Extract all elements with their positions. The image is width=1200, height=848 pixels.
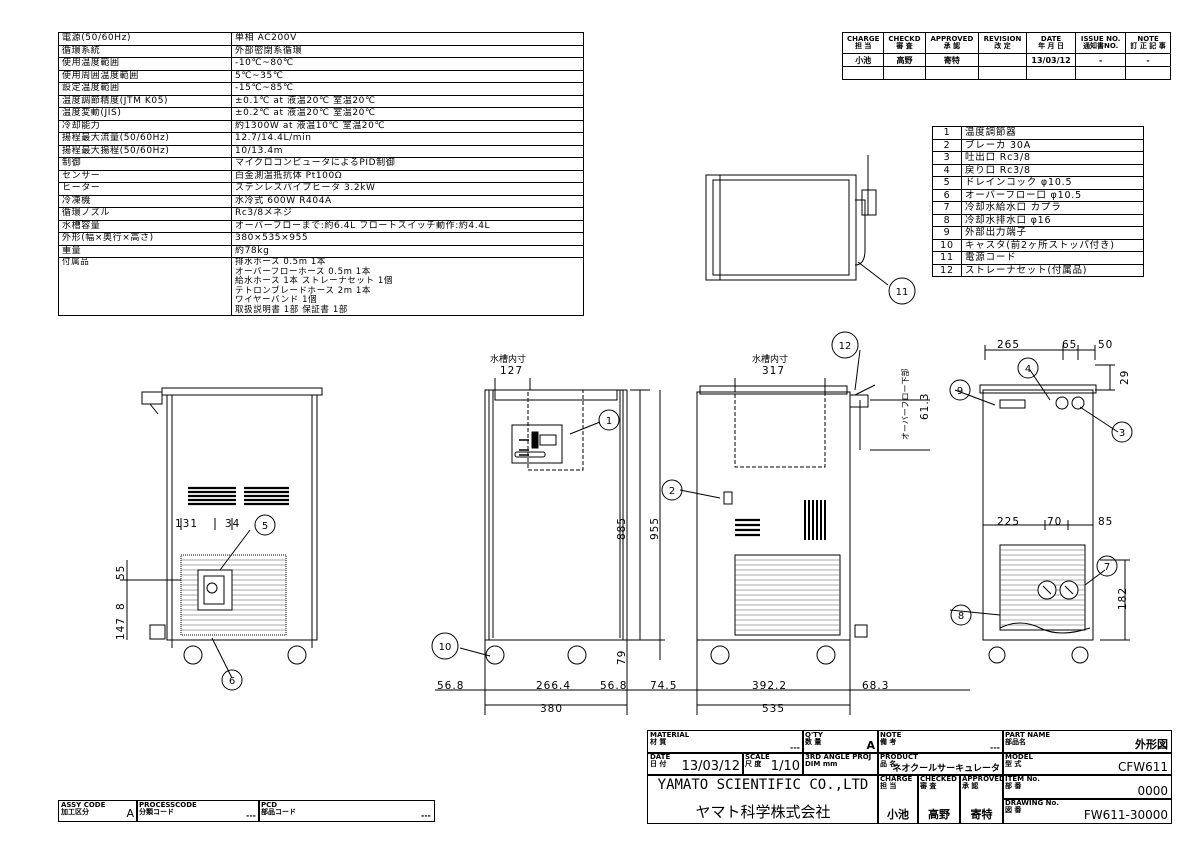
dim-85: 85 [1098, 516, 1113, 528]
tb-checked: CHECKED 審 査 高野 [917, 774, 961, 824]
dim-127: 127 [500, 365, 523, 377]
callout-10: 10 [439, 642, 452, 653]
revision-header: NOTE 訂 正 記 事 [1125, 32, 1171, 54]
top-view-unit [705, 155, 889, 286]
dim-34: 34 [225, 518, 240, 530]
dim-317: 317 [762, 365, 785, 377]
tb-charge: CHARGE 担 当 小池 [877, 774, 919, 824]
accessories-list: 排水ホース 0.5m 1本 オーバーフローホース 0.5m 1本 給水ホース 1… [231, 257, 584, 316]
dim-56-8-right: 56.8 [600, 680, 627, 692]
callout-1: 1 [606, 416, 612, 427]
tb-approved: APPROVED 承 認 寄特 [959, 774, 1004, 824]
part-description: ストレーナセット(付属品) [961, 263, 1144, 277]
callout-8: 8 [958, 611, 964, 622]
tb-angle: 3RD ANGLE PROJ DIM mm [802, 752, 879, 776]
tb-assy-code: ASSY CODE 加工区分 A [58, 800, 138, 822]
dim-885: 885 [616, 517, 628, 540]
dim-79: 79 [616, 650, 628, 665]
dim-55: 55 [115, 565, 127, 580]
tb-date: DATE 日 付 13/03/12 [647, 752, 744, 776]
dim-955: 955 [649, 517, 661, 540]
dim-8: 8 [115, 602, 127, 610]
spec-row-accessories: 付属品排水ホース 0.5m 1本 オーバーフローホース 0.5m 1本 給水ホー… [58, 257, 584, 316]
dim-265: 265 [997, 339, 1020, 351]
dim-61-3: 61.3 [919, 393, 931, 420]
callout-3: 3 [1119, 428, 1125, 439]
dim-74-5: 74.5 [650, 680, 677, 692]
side-view-left [120, 387, 323, 665]
callout-11: 11 [896, 287, 909, 298]
callout-6: 6 [229, 676, 235, 687]
tank-inner-label-rear: 水槽内寸 [752, 353, 788, 365]
tb-note: NOTE 備 考 --- [877, 730, 1004, 754]
tb-qty: Q'TY 数 量 A [802, 730, 879, 754]
dim-225: 225 [997, 516, 1020, 528]
spec-row: 重量約78kg [58, 244, 584, 258]
part-number: 12 [932, 263, 962, 277]
spec-row: 設定温度範囲-15℃~85℃ [58, 82, 584, 96]
side-view-right [979, 345, 1130, 664]
dim-535: 535 [762, 703, 785, 715]
tb-item-no: ITEM No. 部 番 0000 [1002, 774, 1172, 800]
tb-pcd: PCD 部品コード --- [258, 800, 435, 822]
dim-29: 29 [1119, 370, 1131, 385]
dim-182: 182 [1117, 587, 1129, 610]
dim-131: 131 [175, 518, 198, 530]
dim-56-8-left: 56.8 [437, 680, 464, 692]
dim-392-2: 392.2 [752, 680, 787, 692]
spec-row: 温度調節精度(JTM K05)±0.1℃ at 液温20℃ 室温20℃ [58, 94, 584, 108]
tb-company: YAMATO SCIENTIFIC CO.,LTD ヤマト科学株式会社 [647, 774, 879, 824]
spec-row: センサー白金測温抵抗体 Pt100Ω [58, 169, 584, 183]
tb-scale: SCALE 尺 度 1/10 [742, 752, 804, 776]
tank-inner-label-front: 水槽内寸 [490, 353, 526, 365]
callout-2: 2 [669, 486, 675, 497]
callout-7: 7 [1104, 562, 1110, 573]
tb-drawing-no: DRAWING No. 図 番 FW611-30000 [1002, 798, 1172, 824]
callout-5: 5 [262, 521, 268, 532]
dim-65: 65 [1062, 339, 1077, 351]
dim-70: 70 [1047, 516, 1062, 528]
dim-50: 50 [1098, 339, 1113, 351]
tb-material: MATERIAL 材 質 --- [647, 730, 804, 754]
front-view [484, 378, 665, 700]
dim-147: 147 [115, 617, 127, 640]
dim-380: 380 [540, 703, 563, 715]
spec-row: 循環系統外部密閉系循環 [58, 44, 584, 58]
tb-part-name: PART NAME 部品名 外形図 [1002, 730, 1172, 754]
overflow-label: オーバーフロー下部 [900, 369, 910, 440]
spec-key: 付属品 [58, 257, 232, 316]
tb-model: MODEL 型 式 CFW611 [1002, 752, 1172, 776]
rear-view [696, 378, 930, 700]
tb-process-code: PROCESSCODE 分類コード --- [136, 800, 260, 822]
callout-4: 4 [1025, 364, 1031, 375]
spec-row: 電源(50/60Hz)単相 AC200V [58, 32, 584, 46]
dim-266-4: 266.4 [536, 680, 571, 692]
callout-9: 9 [957, 386, 963, 397]
callout-12: 12 [839, 341, 852, 352]
spec-row: 制御マイクロコンピュータによるPID制御 [58, 157, 584, 171]
dim-68-3: 68.3 [862, 680, 889, 692]
tb-product: PRODUCT 品 名 ネオクールサーキュレータ [877, 752, 1004, 776]
revision-header: APPROVED 承 認 [924, 32, 980, 54]
